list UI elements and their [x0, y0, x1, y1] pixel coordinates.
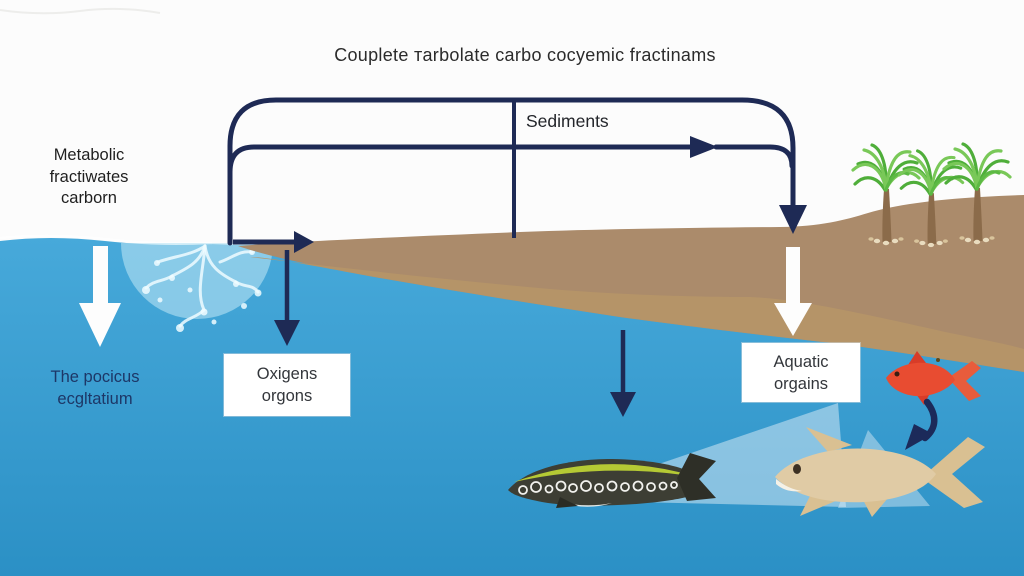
aquatic-box-line1: Aquatic [773, 352, 829, 371]
white-sink-arrow-left [79, 246, 121, 347]
loop-arrowheads [690, 136, 807, 234]
carbon-loop-arrows [227, 97, 796, 246]
predation-arrow [905, 398, 938, 450]
land-cross-section [238, 195, 1024, 372]
metabolic-note-line3: carborn [61, 189, 117, 207]
aquatic-box-line2: orgains [773, 374, 829, 393]
aquatic-organisms-box: Aquatic orgains [742, 343, 860, 402]
navy-down-arrow-fish [610, 330, 636, 417]
navy-down-arrow-oxygen [274, 250, 300, 346]
dispersion-plume [121, 243, 273, 332]
oxygen-organisms-box: Oxigens orgons [224, 354, 350, 416]
tan-fish-illustration [775, 427, 985, 517]
surface-inflow-arrow [233, 231, 314, 253]
red-fish-illustration [886, 351, 981, 405]
metabolic-note-line1: Metabolic [53, 146, 125, 164]
metabolic-note-line2: fractiwates [49, 167, 129, 186]
white-sink-arrow-right [774, 247, 812, 336]
process-note-line1: The pocicus [50, 368, 140, 386]
oxygen-box-line1: Oxigens [256, 365, 318, 383]
metabolic-note: Metabolic fractiwates carborn [14, 145, 164, 210]
diagram-title: Couplete тarbolate carbo cocyemic fracti… [334, 45, 716, 65]
sediments-label: Sediments [526, 111, 609, 131]
process-note: The pocicus ecgltatium [19, 367, 171, 410]
oxygen-box-line2: orgons [261, 387, 313, 405]
dark-fish-illustration [508, 453, 716, 508]
process-note-line2: ecgltatium [57, 389, 133, 408]
